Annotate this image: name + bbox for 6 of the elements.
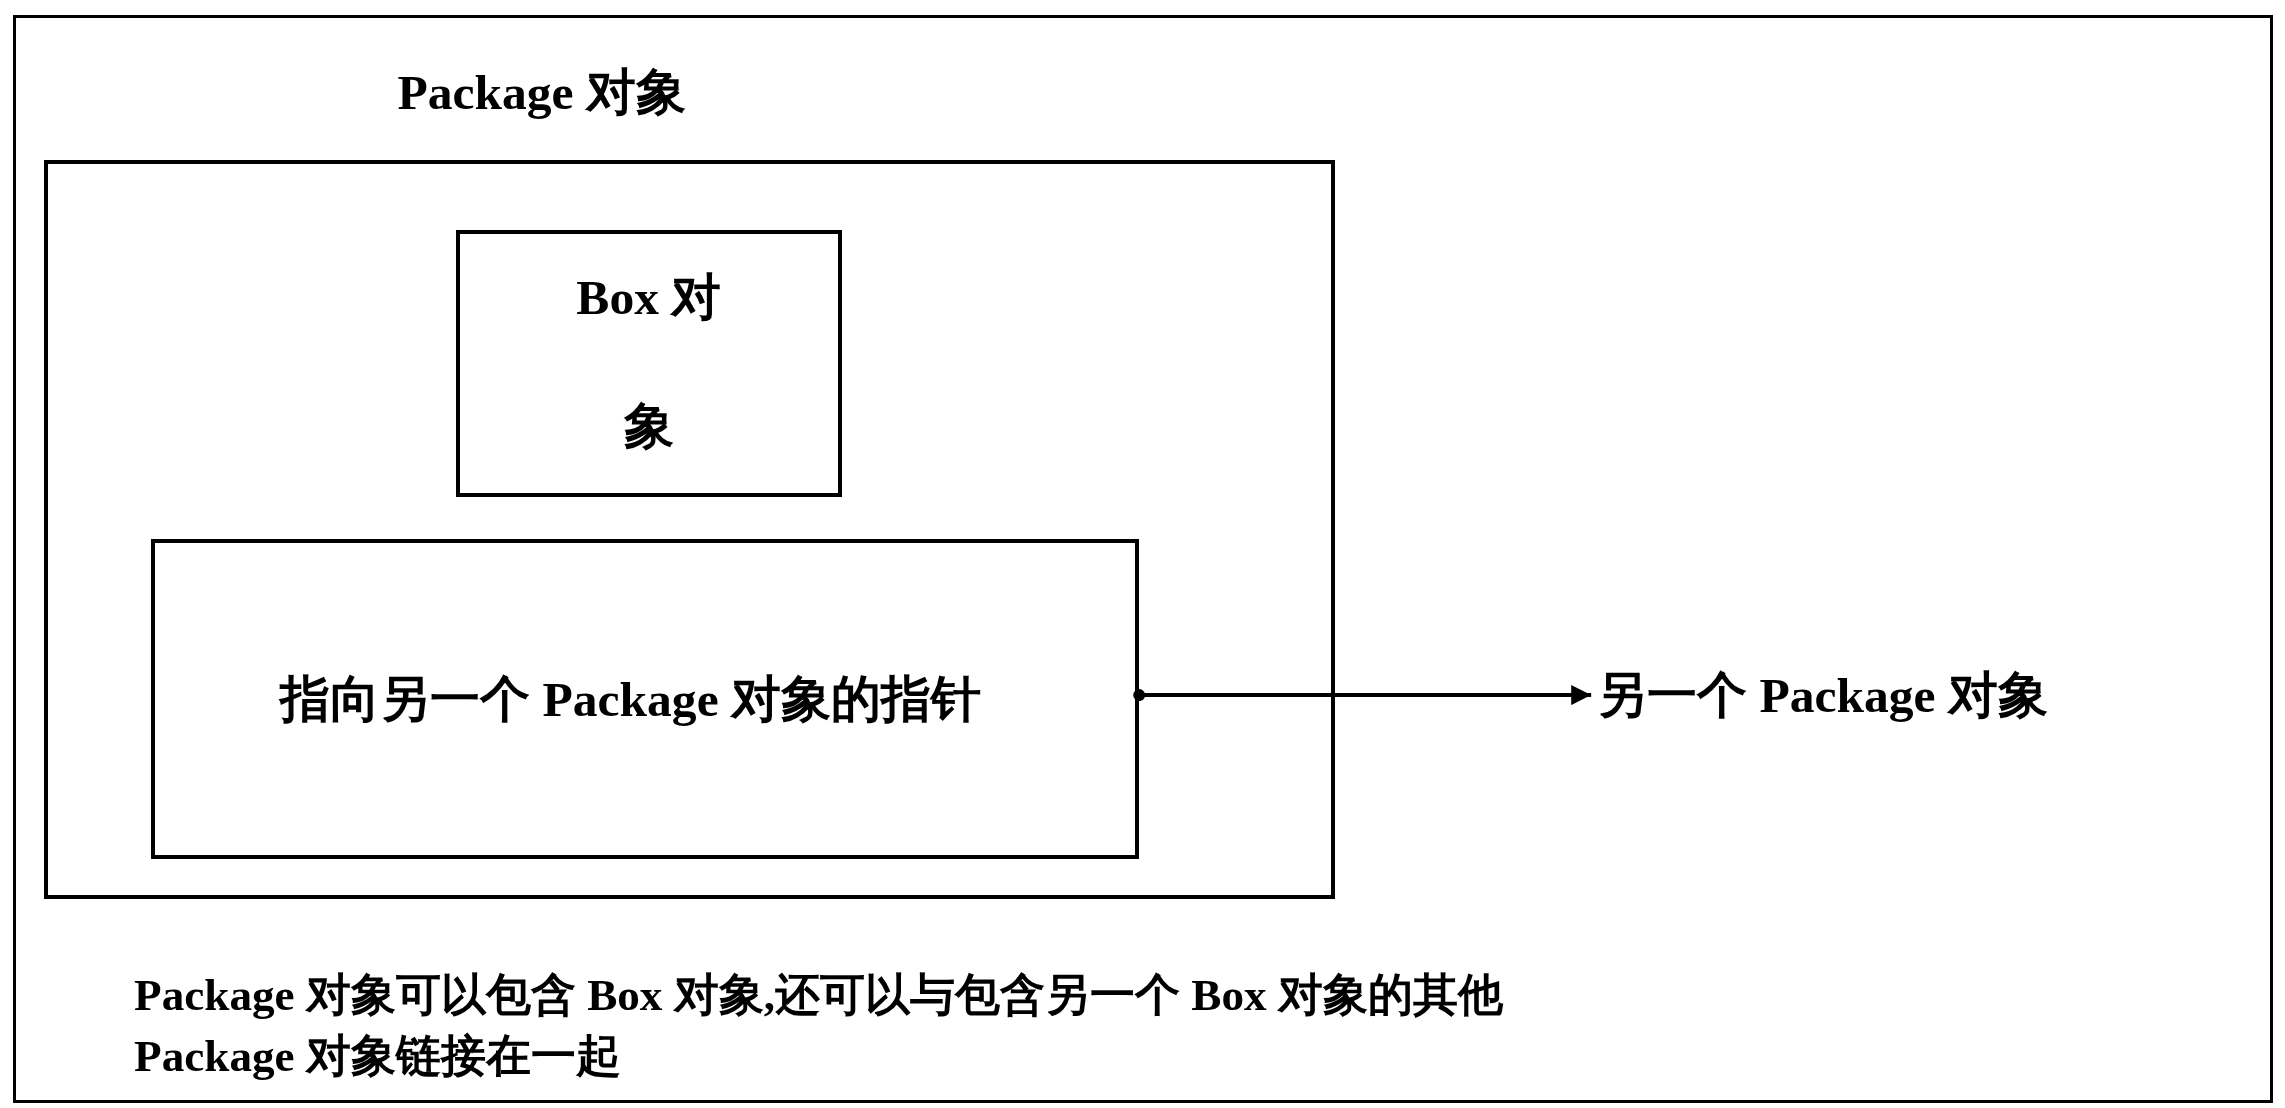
box-heading: Package 对象 — [397, 64, 686, 123]
pointer-box: 指向另一个 Package 对象的指针 — [151, 538, 1140, 860]
object-box: Box 对象 — [455, 229, 842, 497]
caption: Package 对象可以包含 Box 对象,还可以与包含另一个 Box 对象的其他 Package 对象链接在一起 — [134, 968, 1504, 1083]
arrow — [1133, 685, 1592, 706]
target-label: 另一个 Package 对象 — [1597, 658, 2048, 732]
